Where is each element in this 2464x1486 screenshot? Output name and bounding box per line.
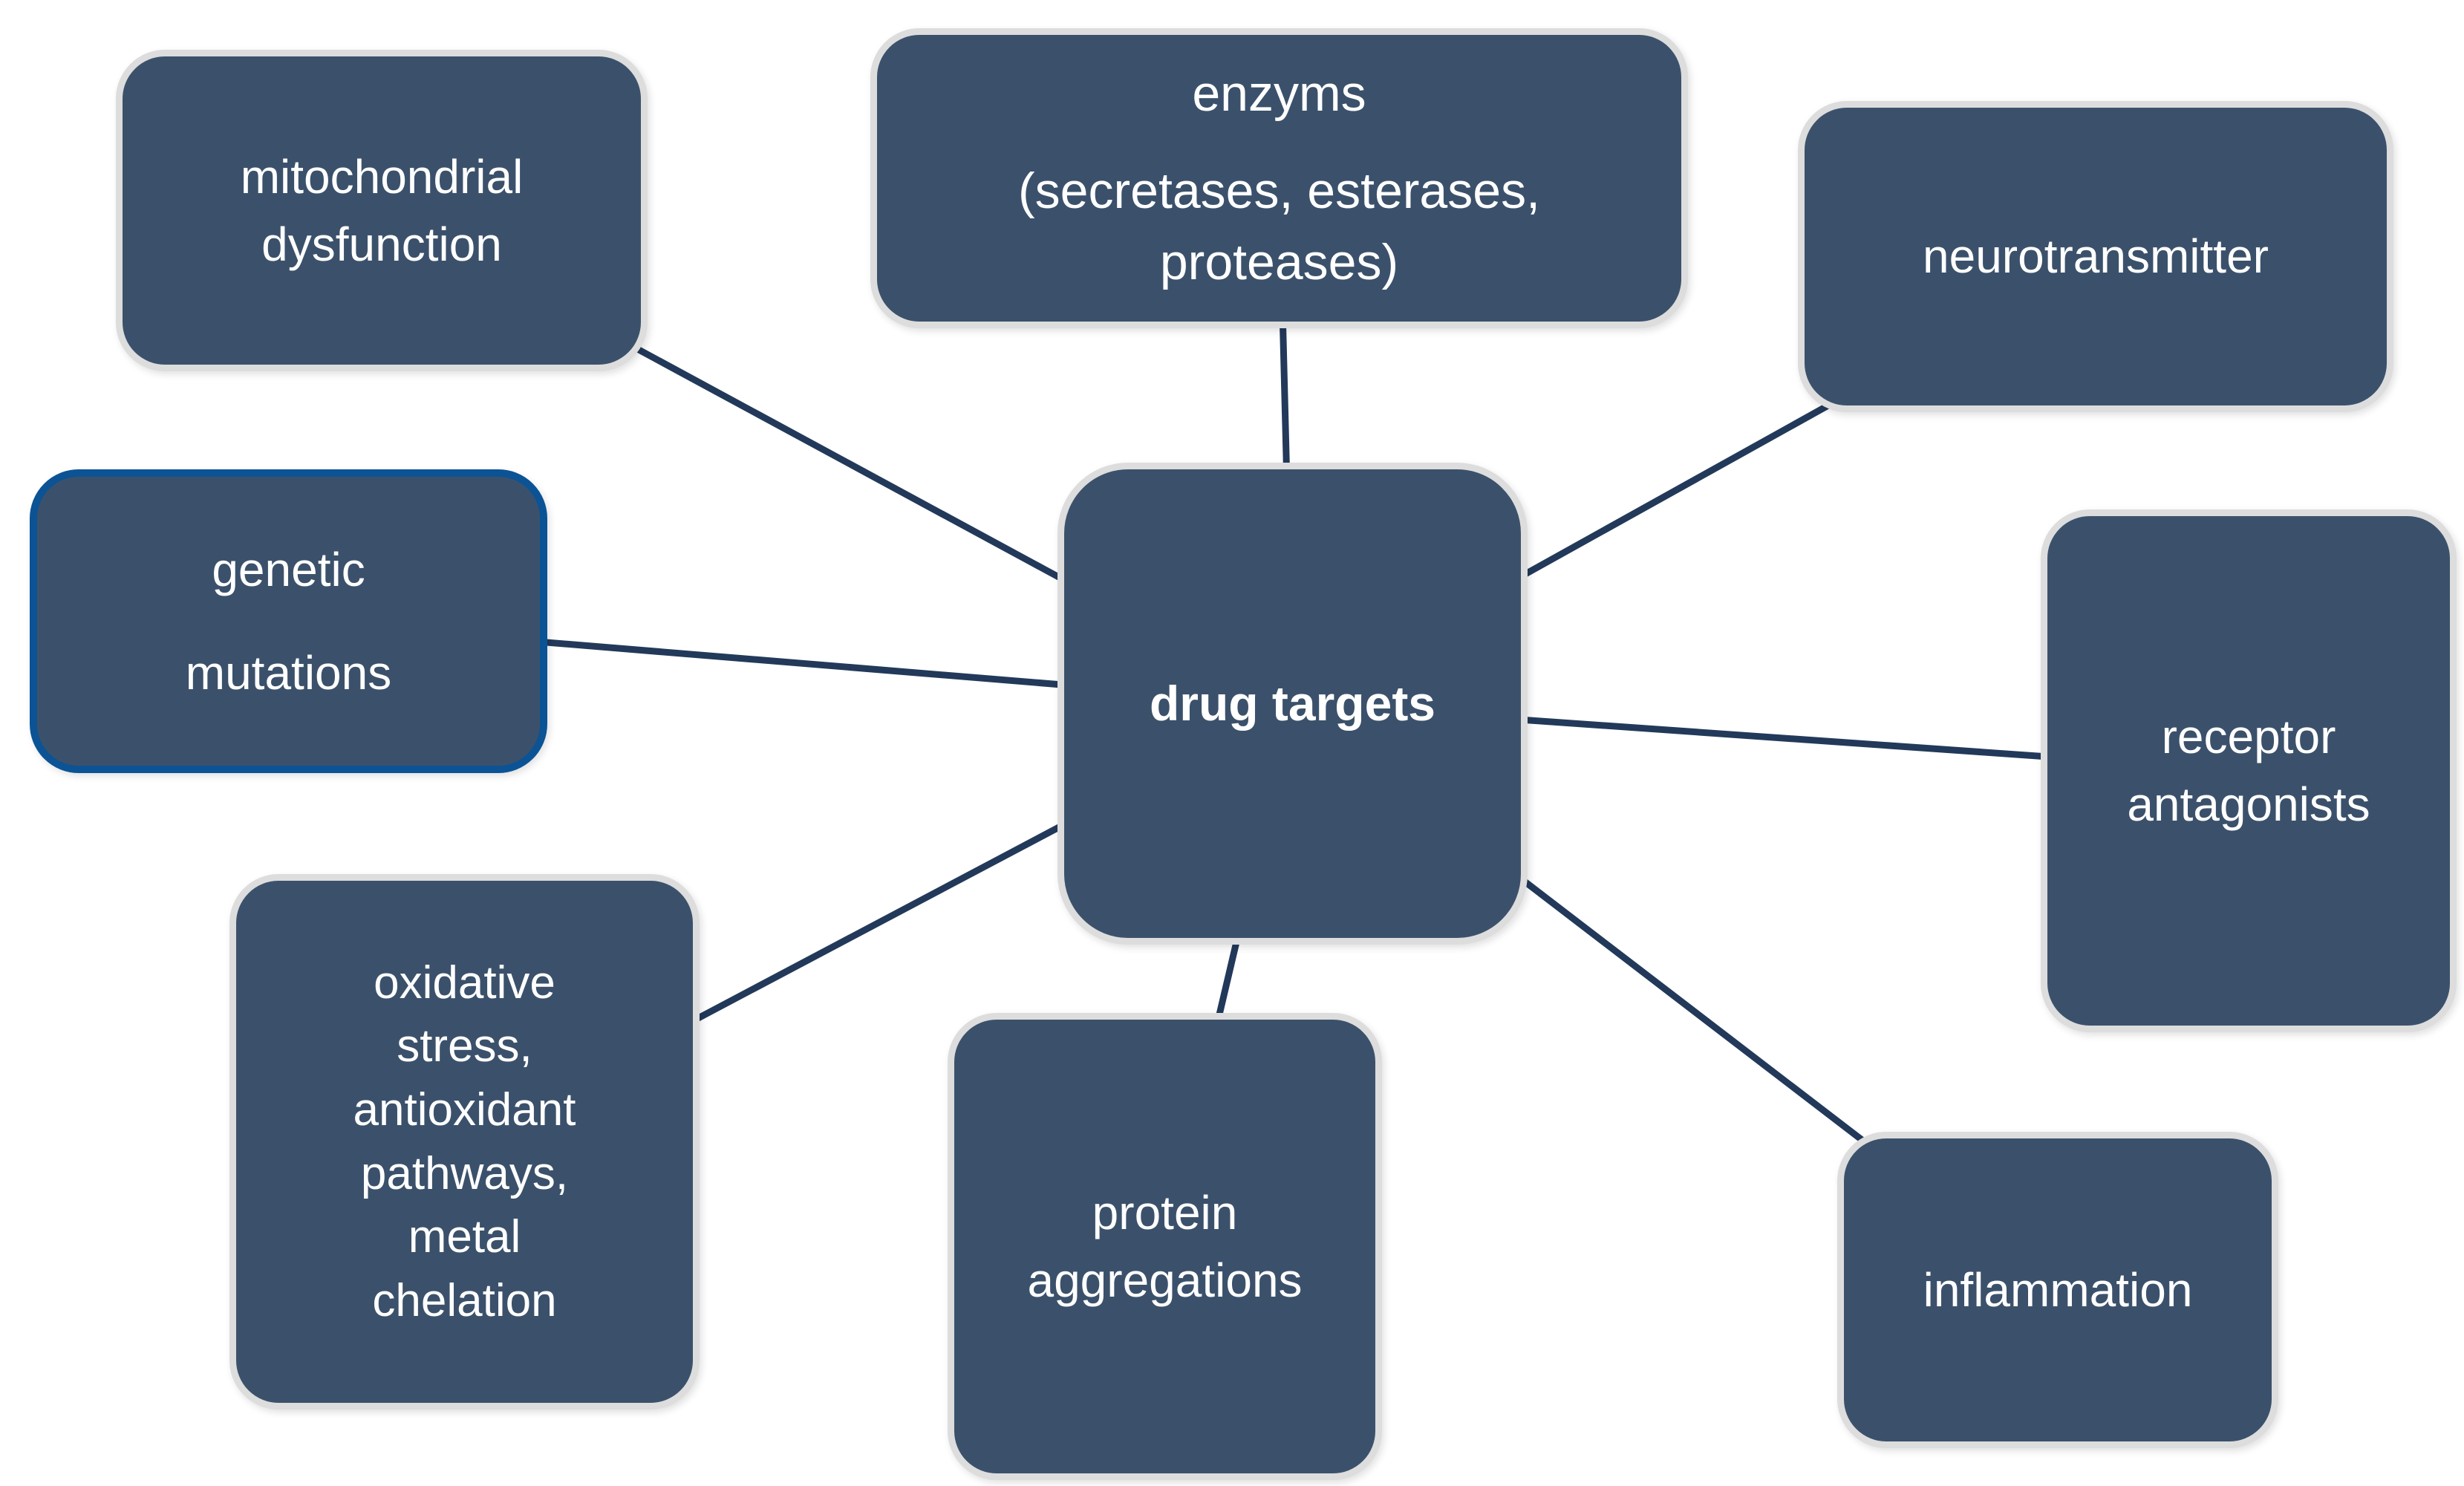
node-drug-targets: drug targets <box>1057 463 1528 945</box>
node-protein-aggregations: protein aggregations <box>948 1013 1382 1480</box>
node-label: oxidative stress, antioxidant pathways, … <box>353 957 576 1326</box>
node-oxidative-stress: oxidative stress, antioxidant pathways, … <box>229 874 700 1410</box>
node-receptor-antagonists: receptor antagonists <box>2041 509 2457 1032</box>
node-label: genetic <box>212 542 365 596</box>
node-label: (secretases, esterases, proteases) <box>1018 162 1540 291</box>
node-genetic-mutations: genetic mutations <box>30 469 547 773</box>
node-enzyms: enzyms (secretases, esterases, proteases… <box>870 28 1688 328</box>
node-neurotransmitter: neurotransmitter <box>1798 101 2393 412</box>
node-mitochondrial-dysfunction: mitochondrial dysfunction <box>116 50 648 371</box>
node-label: mitochondrial dysfunction <box>240 149 524 271</box>
node-label: enzyms <box>1192 65 1366 123</box>
node-label: protein aggregations <box>1027 1185 1303 1307</box>
node-label: inflammation <box>1923 1262 2193 1317</box>
node-label: mutations <box>185 645 392 700</box>
node-inflammation: inflammation <box>1837 1132 2278 1448</box>
node-label: neurotransmitter <box>1923 229 2269 284</box>
node-label: drug targets <box>1149 675 1436 731</box>
node-label: receptor antagonists <box>2127 710 2370 831</box>
